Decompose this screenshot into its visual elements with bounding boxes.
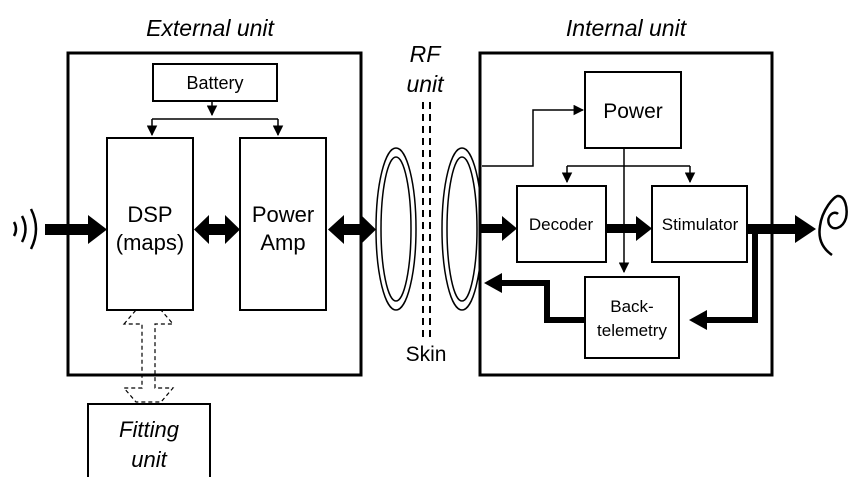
dsp-maps-label: (maps): [116, 230, 184, 255]
stimulator-to-ear-arrow: [747, 215, 816, 243]
input-arrow: [45, 215, 107, 244]
coil-to-decoder-arrow: [480, 216, 517, 241]
dsp-label: DSP: [127, 202, 172, 227]
ear-icon: [818, 194, 848, 257]
skin-label: Skin: [406, 343, 447, 366]
fitting-unit-label-2: unit: [131, 447, 167, 472]
power-amp-label: Power: [252, 202, 314, 227]
external-unit-heading: External unit: [146, 15, 275, 41]
back-telemetry-box: [584, 276, 680, 359]
skin-boundary: [422, 102, 431, 340]
power-distribution-lines: [561, 148, 696, 274]
fitting-dsp-dashed-arrow: [122, 309, 175, 403]
stimulator-to-telemetry-arrow: [689, 229, 758, 330]
telemetry-to-coil-arrow: [484, 273, 585, 323]
internal-coil: [441, 147, 483, 311]
amp-coil-double-arrow: [328, 215, 376, 244]
internal-unit-heading: Internal unit: [566, 15, 688, 41]
coil-to-power-line: [482, 104, 585, 167]
battery-power-lines: [146, 101, 284, 137]
internal-power-box: [584, 71, 682, 149]
fitting-unit-label: Fitting: [119, 417, 180, 442]
power-amp-label-2: Amp: [260, 230, 305, 255]
rf-label: RF: [410, 41, 443, 67]
fitting-unit-box: [87, 403, 211, 477]
dsp-box: [106, 137, 194, 311]
battery-box: [152, 63, 278, 102]
back-telemetry-label: Back-: [610, 297, 653, 316]
stimulator-label: Stimulator: [662, 215, 739, 234]
rf-unit-label: unit: [406, 71, 445, 97]
power-amp-box: [239, 137, 327, 311]
sound-wave-icon: [12, 208, 38, 250]
battery-label: Battery: [186, 73, 243, 93]
internal-power-label: Power: [603, 100, 663, 123]
decoder-label: Decoder: [529, 215, 594, 234]
decoder-to-stimulator-arrow: [606, 216, 652, 241]
dsp-amp-double-arrow: [194, 215, 240, 244]
stimulator-box: [651, 185, 748, 263]
external-coil: [375, 147, 417, 311]
back-telemetry-label-2: telemetry: [597, 321, 667, 340]
decoder-box: [516, 185, 607, 263]
